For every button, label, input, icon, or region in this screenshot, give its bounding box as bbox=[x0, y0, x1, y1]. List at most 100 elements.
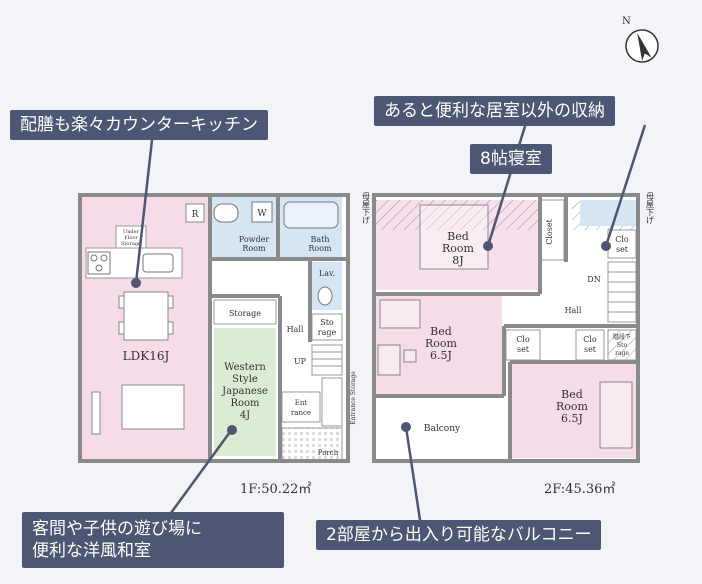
sto-rage-label-2: rage bbox=[318, 328, 337, 337]
upper-sink-area bbox=[580, 200, 636, 226]
washitsu-callout-line-1: 客間や子供の遊び場に bbox=[32, 519, 202, 539]
burner-icon bbox=[95, 264, 103, 272]
closet-b-box bbox=[575, 329, 605, 361]
dining-chair bbox=[167, 295, 174, 309]
underfloor-label-3: Storage bbox=[121, 241, 141, 247]
kitchen-leader-line bbox=[134, 139, 154, 284]
bedroom-8j-label-1: Bed bbox=[447, 230, 469, 243]
entrance-storage-box bbox=[321, 377, 343, 427]
porch-area bbox=[281, 427, 343, 461]
bedroom-65j-left-label-1: Bed bbox=[430, 325, 452, 338]
bath-room-label-1: Bath bbox=[310, 235, 329, 244]
sink-icon bbox=[142, 253, 174, 273]
closet-box bbox=[539, 199, 565, 261]
stove-icon bbox=[87, 251, 111, 275]
tv-board bbox=[91, 391, 101, 435]
up-label: UP bbox=[294, 357, 307, 366]
entrance-label-1: Ent bbox=[295, 399, 308, 407]
sofa bbox=[121, 384, 185, 430]
bath-room-label-2: Room bbox=[308, 244, 332, 253]
balcony-label: Balcony bbox=[424, 424, 461, 434]
closet-a-label-1: Clo bbox=[516, 335, 530, 344]
entrance-storage-label: Entrance Storage bbox=[350, 371, 357, 425]
storage-callout: あると便利な居室以外の収納 bbox=[374, 96, 615, 126]
fridge-mark: R bbox=[192, 210, 199, 220]
underfloor-label-1: Under bbox=[123, 229, 140, 235]
stairs-2f bbox=[607, 261, 637, 323]
hall-2f-label: Hall bbox=[565, 306, 582, 315]
ldk-label: LDK16J bbox=[123, 349, 170, 363]
second-floor-area-label: 2F:45.36㎡ bbox=[544, 482, 616, 497]
stairs-1f bbox=[311, 344, 343, 376]
balcony-area bbox=[376, 398, 508, 458]
japanese-room-label-1: Western bbox=[224, 362, 266, 373]
closet-b-label-2: set bbox=[584, 345, 597, 354]
bedroom8-leader-dot bbox=[483, 241, 493, 251]
powder-room-label-2: Room bbox=[242, 244, 266, 253]
balcony-leader-dot bbox=[401, 422, 411, 432]
porch-label: Porch bbox=[318, 449, 339, 457]
second-floor-plan: Bed Room 8J Closet Clo set DN Bed Room 6… bbox=[362, 192, 655, 463]
bedroom-65j-left-label-3: 6.5J bbox=[430, 349, 452, 362]
japanese-room-label-4: Room bbox=[230, 398, 260, 409]
balcony-leader-line bbox=[404, 426, 422, 521]
toilet-icon bbox=[317, 286, 333, 306]
kitchen-leader-dot bbox=[131, 278, 141, 288]
burner-icon bbox=[90, 254, 98, 262]
sto-rage-label-1: Sto bbox=[320, 318, 334, 327]
first-floor-area-label: 1F:50.22㎡ bbox=[240, 482, 312, 497]
bedroom-65j-left-label-2: Room bbox=[425, 337, 458, 350]
bedroom-8j-label-3: 8J bbox=[452, 254, 463, 267]
storage-leader-line bbox=[604, 124, 647, 247]
compass-needle-icon bbox=[637, 32, 652, 61]
right-eave-mark: 母屋下げ bbox=[646, 192, 655, 224]
closet-a-label-2: set bbox=[517, 345, 530, 354]
stair-storage-label-2: Sto bbox=[617, 342, 628, 349]
dining-table bbox=[123, 291, 169, 341]
bedroom8-leader-line bbox=[486, 109, 532, 247]
washer-mark: W bbox=[257, 209, 267, 219]
bed-65j-left bbox=[379, 299, 421, 329]
underfloor-label-2: Floor bbox=[124, 235, 138, 241]
washer-box bbox=[251, 201, 273, 223]
bed-65j-right bbox=[599, 381, 633, 449]
bedroom-65j-right-label-3: 6.5J bbox=[561, 412, 583, 425]
burner-icon bbox=[100, 254, 108, 262]
bedroom8-callout: 8帖寝室 bbox=[470, 144, 552, 174]
desk-left bbox=[377, 344, 401, 376]
balcony-callout: 2部屋から出入り可能なバルコニー bbox=[316, 520, 602, 550]
lav-label: Lav. bbox=[319, 269, 335, 278]
callout-leaders bbox=[131, 109, 647, 529]
bedroom-8j-label-2: Room bbox=[442, 242, 475, 255]
washbasin-icon bbox=[213, 203, 239, 223]
closet-top-label-2: set bbox=[616, 245, 629, 254]
washitsu-callout: 客間や子供の遊び場に 便利な洋風和室 bbox=[22, 512, 284, 568]
closet-b-label-1: Clo bbox=[583, 335, 597, 344]
closet-label: Closet bbox=[545, 218, 554, 244]
washitsu-leader-dot bbox=[227, 425, 237, 435]
storage-leader-dot bbox=[601, 241, 611, 251]
dining-chair bbox=[167, 321, 174, 335]
stair-storage-label-1: 階段下 bbox=[613, 333, 631, 341]
japanese-room-label-3: Japanese bbox=[221, 386, 268, 397]
bedroom-65j-right-area bbox=[512, 364, 636, 458]
japanese-room-label-5: 4J bbox=[240, 410, 250, 421]
bedroom-65j-right-label-1: Bed bbox=[561, 388, 583, 401]
powder-room-label-1: Powder bbox=[239, 235, 270, 244]
chair-left bbox=[403, 349, 417, 363]
dining-chair bbox=[118, 295, 125, 309]
storage-box bbox=[213, 299, 277, 325]
entrance-box bbox=[281, 391, 321, 423]
bathtub-icon bbox=[283, 201, 339, 229]
sto-rage-box bbox=[311, 313, 343, 341]
bed-8j bbox=[419, 204, 489, 270]
underfloor-storage-box bbox=[115, 225, 147, 249]
first-floor-plan: Under Floor Storage R LDK16J W Powder Ro… bbox=[78, 193, 357, 463]
dining-chair bbox=[118, 321, 125, 335]
hall-label: Hall bbox=[287, 325, 304, 334]
japanese-room-area bbox=[214, 328, 276, 456]
storage-label: Storage bbox=[229, 309, 261, 318]
left-eave-mark: 母屋下げ bbox=[362, 192, 371, 224]
stair-storage-label-3: rage bbox=[615, 350, 629, 357]
